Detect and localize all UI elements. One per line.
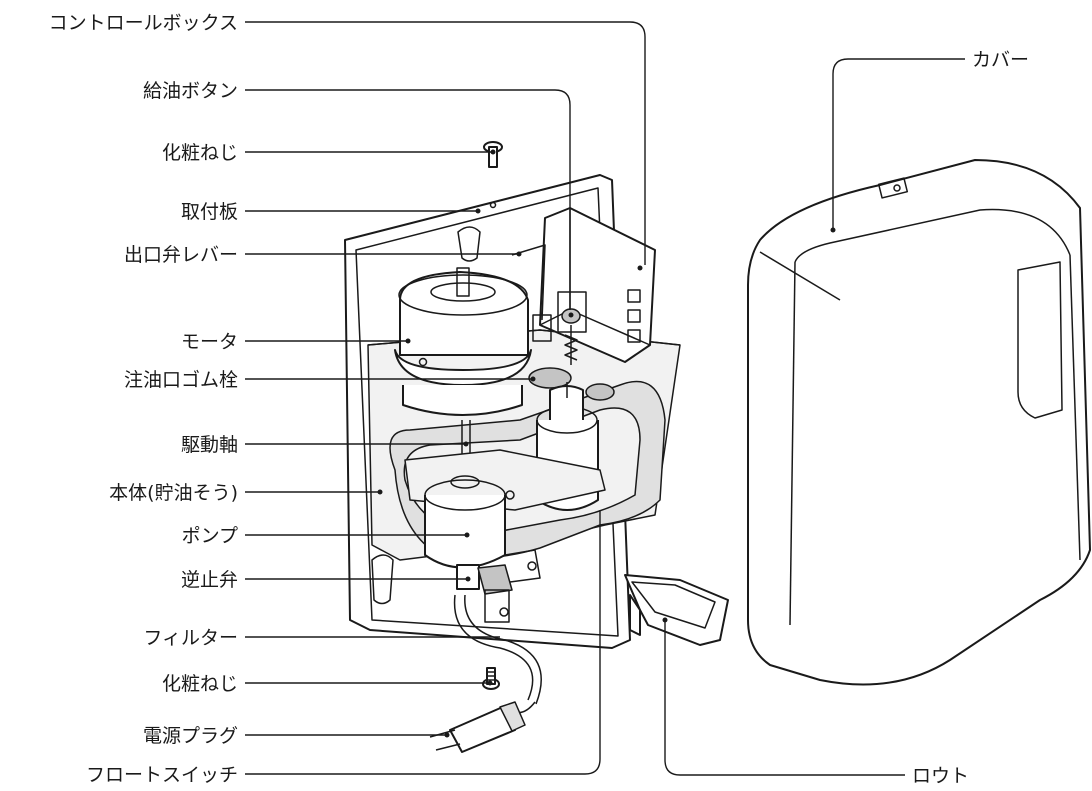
motor-illustration xyxy=(394,267,532,416)
oil-button-illustration xyxy=(557,291,587,365)
label-screw-top: 化粧ねじ xyxy=(162,142,238,164)
funnel-illustration xyxy=(624,574,729,646)
label-screw-bottom: 化粧ねじ xyxy=(162,673,238,695)
label-check-valve: 逆止弁 xyxy=(181,569,238,591)
oil-port-plug-illustration xyxy=(528,367,615,401)
screw-bottom-illustration xyxy=(482,667,500,690)
check-valve-illustration xyxy=(456,549,541,595)
label-pump: ポンプ xyxy=(182,525,238,547)
label-funnel: ロウト xyxy=(912,765,969,787)
cover-illustration xyxy=(747,159,1091,686)
label-filter: フィルター xyxy=(143,627,238,649)
label-cover: カバー xyxy=(972,49,1029,71)
label-oil-button: 給油ボタン xyxy=(143,80,238,102)
power-plug-illustration xyxy=(429,701,526,753)
label-oil-port-plug: 注油口ゴム栓 xyxy=(124,369,238,391)
label-mount-plate: 取付板 xyxy=(181,201,238,223)
label-drive-shaft: 駆動軸 xyxy=(181,434,238,456)
screw-top-illustration xyxy=(483,141,503,168)
label-power-plug: 電源プラグ xyxy=(143,725,238,747)
label-body-tank: 本体(貯油そう) xyxy=(109,482,238,504)
label-motor: モータ xyxy=(181,331,238,353)
pump-illustration xyxy=(404,449,606,569)
filter-illustration xyxy=(484,589,510,623)
leader-lines xyxy=(245,21,965,776)
label-float-switch: フロートスイッチ xyxy=(86,764,238,786)
label-control-box: コントロールボックス xyxy=(49,12,238,34)
label-outlet-valve-lever: 出口弁レバー xyxy=(124,244,238,266)
labels: コントロールボックス 給油ボタン 化粧ねじ 取付板 出口弁レバー モータ 注油口… xyxy=(49,12,1029,787)
